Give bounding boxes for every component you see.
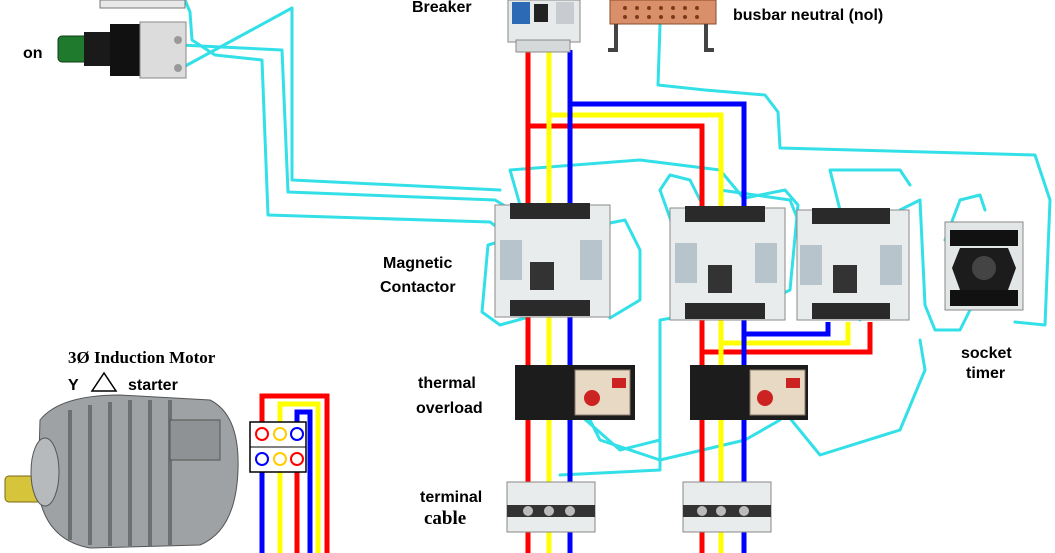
contactor-label: Contactor <box>380 279 456 296</box>
circuit-breaker <box>507 0 581 53</box>
contactor-delta <box>796 208 910 321</box>
socket-label: socket <box>961 345 1012 362</box>
contactor-main <box>494 203 611 318</box>
on-label: on <box>23 45 43 62</box>
contactor-star <box>669 206 786 321</box>
starter-label: starter <box>128 377 178 394</box>
terminal-label: terminal <box>420 489 482 506</box>
socket-timer <box>944 221 1024 311</box>
terminal-block-star-delta <box>682 481 772 533</box>
on-push-button <box>57 0 187 79</box>
thermal-label: thermal <box>418 375 476 392</box>
starter-prefix: Y <box>68 377 79 394</box>
breaker-label: Breaker <box>412 0 472 16</box>
motor-terminal-box <box>249 421 307 473</box>
cable-label: cable <box>424 508 466 529</box>
motor-title: 3Ø Induction Motor <box>68 348 216 367</box>
busbar-label: busbar neutral (nol) <box>733 7 883 24</box>
thermal-overload-main <box>515 365 635 420</box>
magnetic-label: Magnetic <box>383 255 452 272</box>
neutral-busbar <box>608 0 717 52</box>
timer-label: timer <box>966 365 1005 382</box>
induction-motor-icon <box>4 394 239 549</box>
triangle-icon <box>90 371 118 392</box>
overload-label: overload <box>416 400 483 417</box>
terminal-block-main <box>506 481 596 533</box>
thermal-overload-star-delta <box>690 365 808 420</box>
